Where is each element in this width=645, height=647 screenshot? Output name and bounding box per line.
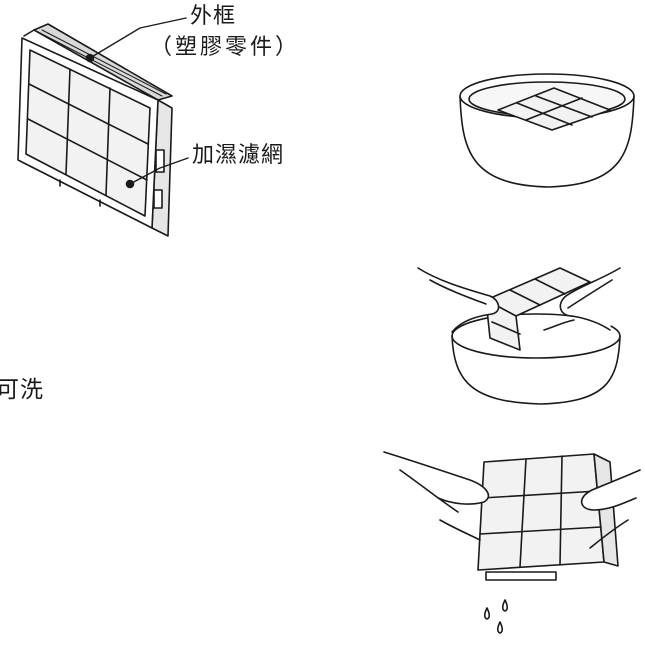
- filter-soaking-in-basin: [459, 73, 635, 188]
- frame-label: 外框: [190, 4, 237, 29]
- filter-draining-water: [383, 451, 641, 634]
- washable-label: 可洗: [0, 377, 44, 403]
- humidifier-filter-diagram: [17, 17, 189, 237]
- filter-washed-by-hand: [417, 267, 621, 405]
- filter-label: 加濕濾網: [192, 143, 285, 168]
- frame-material-label: （塑膠零件）: [150, 35, 301, 60]
